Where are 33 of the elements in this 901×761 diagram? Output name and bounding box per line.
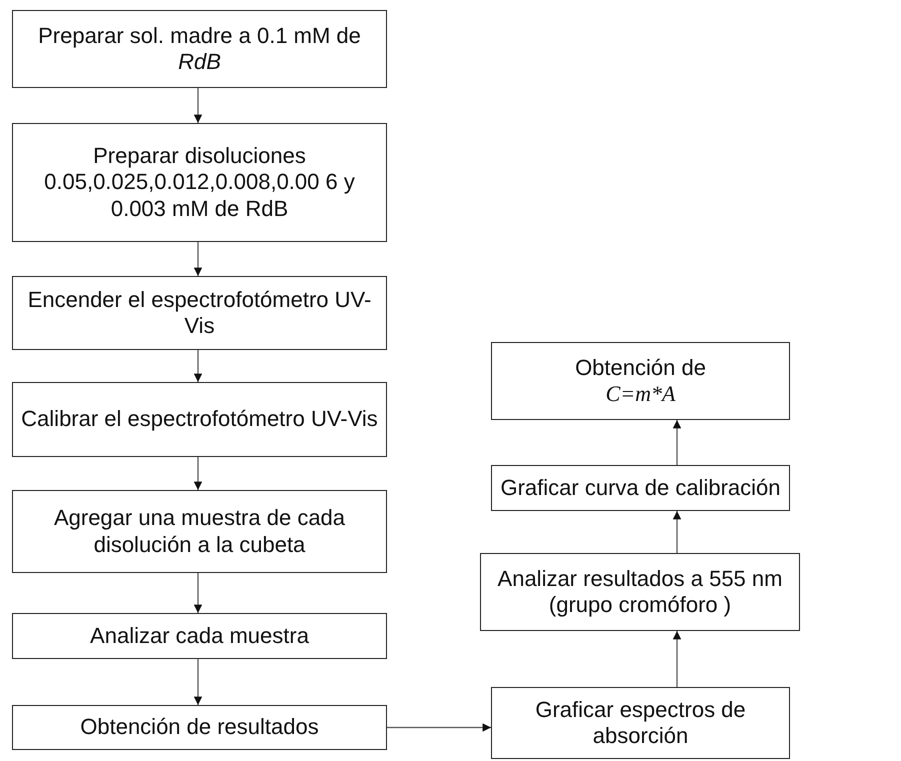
arrow [672,631,682,687]
step-text: Preparar disoluciones 0.05,0.025,0.012,0.008,0.00 6 y 0.003 mM de RdB [43,142,356,222]
arrow [194,457,202,490]
step-text: Obtención de [575,354,706,381]
process-box [12,613,387,659]
process-box [491,465,790,511]
arrow [672,511,682,553]
arrow [387,723,491,732]
arrow [194,659,202,705]
step-text: Encender el espectrofotómetro UV-Vis [26,286,372,340]
arrow [194,88,202,123]
step-text: Graficar espectros de absorción [534,696,747,750]
step-text: Obtención de resultados [80,714,319,741]
process-box [12,123,387,242]
step-text: Agregar una muestra de cada disolución a la cubeta [52,505,346,558]
process-box [491,687,790,759]
step-text: Preparar sol. madre a 0.1 mM de RdB [37,22,362,76]
arrow [672,420,682,465]
step-text: Graficar curva de calibración [500,474,780,502]
process-box [491,342,790,420]
process-box [12,276,387,350]
process-box [12,490,387,573]
step-text: Analizar resultados a 555 nm (grupo cromóforo ) [496,566,784,618]
step-text: Calibrar el espectrofotómetro UV-Vis [21,406,378,433]
arrow [194,350,202,382]
process-box [12,10,387,88]
formula-text: C=m*A [606,381,676,408]
process-box [12,705,387,750]
arrow [194,242,202,276]
process-box [12,382,387,457]
step-text: Analizar cada muestra [90,622,309,650]
arrow [194,573,202,613]
process-box [480,553,800,631]
